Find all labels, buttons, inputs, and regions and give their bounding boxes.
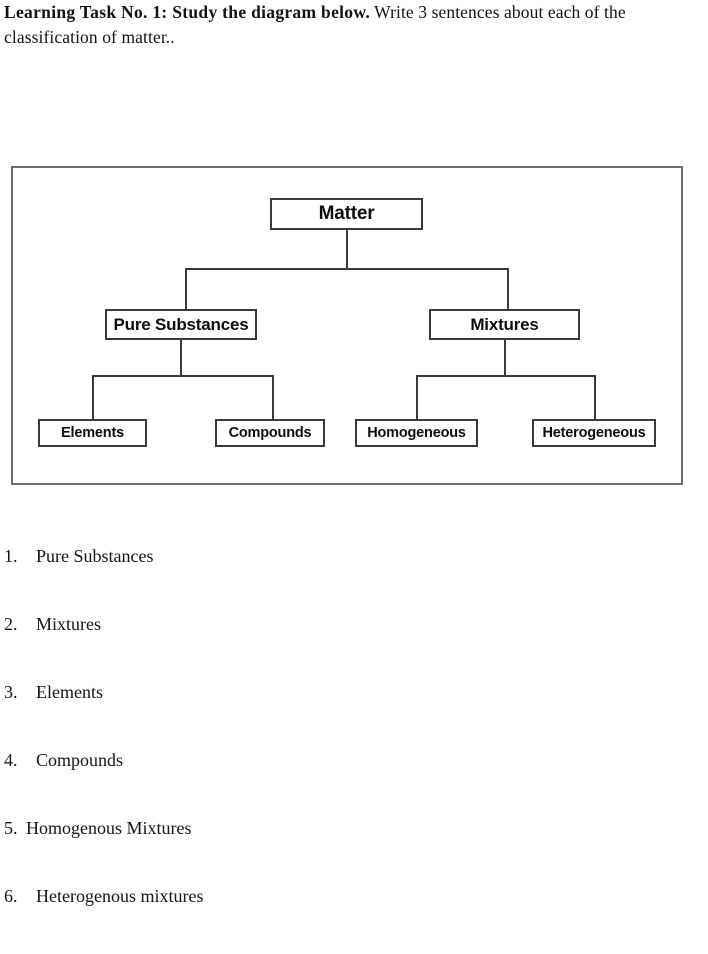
diagram-canvas: Matter Pure Substances Mixtures Elements… — [13, 168, 681, 483]
list-item: 3. Elements — [4, 682, 504, 750]
list-item-label: Pure Substances — [36, 546, 154, 566]
diagram-node-compounds-label: Compounds — [228, 425, 312, 441]
connector-stem-mixtures — [504, 340, 506, 376]
diagram-node-compounds: Compounds — [215, 419, 325, 447]
list-item-number: 4. — [4, 750, 18, 770]
instruction-regular: Write 3 sentences about each of the clas… — [4, 2, 626, 47]
list-item: 1. Pure Substances — [4, 546, 504, 614]
list-item: 6. Heterogenous mixtures — [4, 886, 504, 954]
list-item: 2. Mixtures — [4, 614, 504, 682]
list-item-label: Compounds — [36, 750, 124, 770]
diagram-node-heterogeneous: Heterogeneous — [532, 419, 656, 447]
diagram-node-mixtures-label: Mixtures — [470, 314, 539, 334]
list-item-label: Homogenous Mixtures — [26, 818, 192, 838]
connector-main-bus — [185, 268, 509, 270]
list-item-label: Mixtures — [36, 614, 101, 634]
connector-drop-homogeneous — [416, 375, 418, 419]
connector-bus-mixtures — [416, 375, 596, 377]
diagram-node-pure-substances-label: Pure Substances — [113, 314, 249, 334]
diagram-node-matter-label: Matter — [318, 203, 375, 224]
instruction-bold: Learning Task No. 1: Study the diagram b… — [4, 2, 370, 22]
diagram-node-mixtures: Mixtures — [429, 309, 580, 340]
list-item-number: 1. — [4, 546, 18, 566]
list-item: 4. Compounds — [4, 750, 504, 818]
list-item: 5. Homogenous Mixtures — [4, 818, 504, 886]
diagram-node-homogeneous: Homogeneous — [355, 419, 478, 447]
connector-bus-pure — [92, 375, 274, 377]
connector-drop-mixtures — [507, 268, 509, 309]
connector-matter-trunk — [346, 230, 348, 269]
diagram-node-matter: Matter — [270, 198, 423, 230]
answer-list: 1. Pure Substances 2. Mixtures 3. Elemen… — [4, 546, 504, 954]
list-item-number: 2. — [4, 614, 18, 634]
connector-drop-pure — [185, 268, 187, 309]
list-item-label: Elements — [36, 682, 103, 702]
instruction-text: Learning Task No. 1: Study the diagram b… — [4, 0, 708, 50]
diagram-node-pure-substances: Pure Substances — [105, 309, 257, 340]
diagram-node-elements: Elements — [38, 419, 147, 447]
connector-drop-elements — [92, 375, 94, 419]
diagram-node-homogeneous-label: Homogeneous — [367, 425, 466, 441]
list-item-number: 3. — [4, 682, 18, 702]
connector-drop-heterogeneous — [594, 375, 596, 419]
classification-diagram: Matter Pure Substances Mixtures Elements… — [11, 166, 683, 485]
diagram-node-elements-label: Elements — [61, 425, 124, 441]
list-item-label: Heterogenous mixtures — [36, 886, 204, 906]
list-item-number: 6. — [4, 886, 18, 906]
diagram-node-heterogeneous-label: Heterogeneous — [542, 425, 646, 441]
list-item-number: 5. — [4, 818, 18, 838]
connector-stem-pure — [180, 340, 182, 376]
connector-drop-compounds — [272, 375, 274, 419]
